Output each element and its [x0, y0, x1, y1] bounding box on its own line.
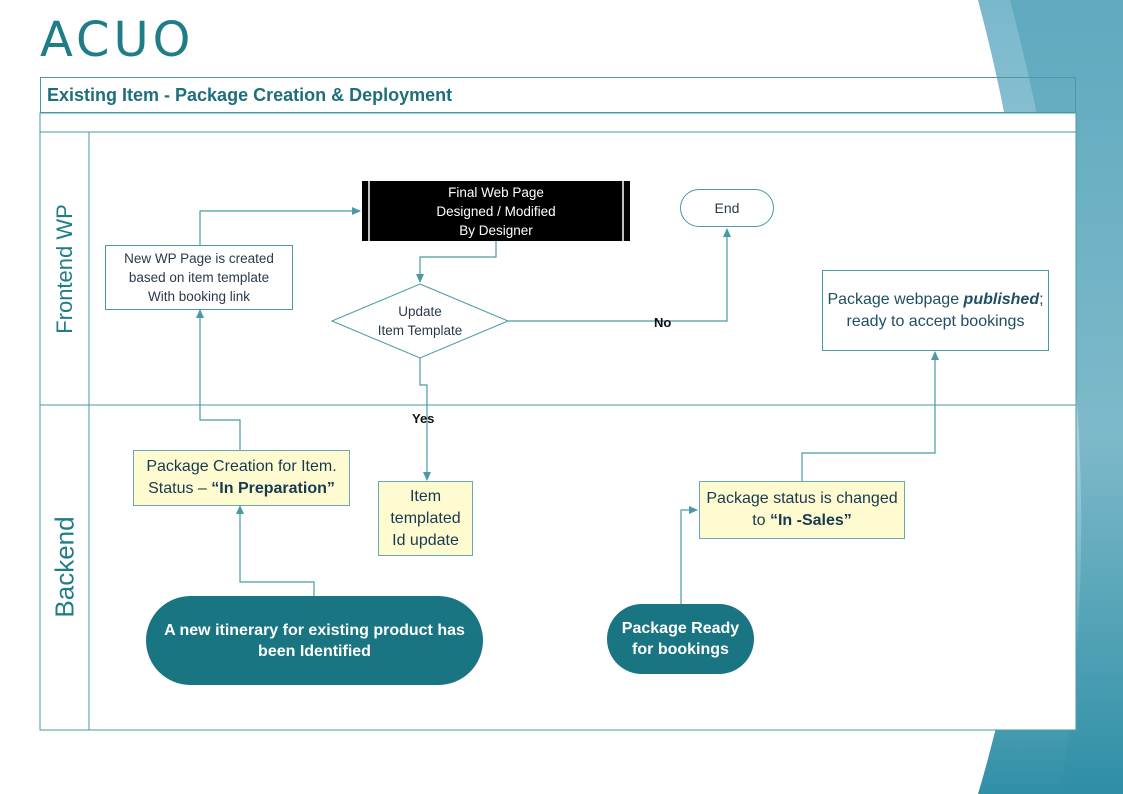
package-status-node: Package status is changed to “In -Sales” [699, 481, 905, 539]
new-wp-page-node: New WP Page is created based on item tem… [105, 245, 293, 310]
end-label: End [714, 200, 740, 216]
edge-update-yes-to-item [419, 358, 431, 481]
edge-creation-to-wppage [196, 309, 241, 450]
package-status-line-2: to “In -Sales” [752, 512, 852, 529]
final-web-page-line-3: By Designer [459, 222, 533, 238]
published-emphasis: published [963, 290, 1040, 308]
edge-label-no: No [654, 315, 672, 330]
final-web-page-line-1: Final Web Page [448, 184, 544, 200]
update-template-line-2: Item Template [377, 323, 463, 338]
in-sales-emphasis: “In -Sales” [769, 512, 852, 529]
background-swoosh-inner [1010, 0, 1123, 794]
edge-ready-to-status [680, 506, 698, 604]
lane-label-frontend: Frontend WP [52, 204, 77, 334]
package-published-node: Package webpage published; ready to acce… [822, 270, 1049, 351]
package-creation-line-2: Status – “In Preparation” [148, 480, 335, 497]
edge-update-no-to-end [508, 228, 731, 322]
edge-status-to-published [801, 351, 939, 481]
new-itinerary-line-2: been Identified [258, 642, 371, 660]
package-published-line-1: Package webpage published; [827, 290, 1044, 308]
package-creation-line-1: Package Creation for Item. [146, 458, 337, 475]
new-wp-page-line-3: With booking link [147, 289, 251, 304]
item-templated-line-1: Item [409, 487, 442, 505]
new-wp-page-line-2: based on item template [128, 270, 270, 285]
update-template-node: Update Item Template [352, 298, 488, 344]
item-templated-node: Item templated Id update [378, 481, 473, 556]
new-wp-page-line-1: New WP Page is created [124, 251, 274, 266]
package-status-line-1: Package status is changed [706, 490, 898, 507]
item-templated-line-3: Id update [392, 531, 459, 549]
package-ready-line-1: Package Ready [621, 620, 740, 637]
final-web-page-line-2: Designed / Modified [436, 203, 556, 219]
edge-label-yes: Yes [412, 411, 435, 426]
end-terminator: End [680, 189, 774, 227]
package-creation-node: Package Creation for Item. Status – “In … [133, 450, 350, 506]
package-published-line-2: ready to accept bookings [846, 312, 1025, 330]
acuo-logo: ACUO [40, 12, 195, 68]
edge-itinerary-to-creation [236, 505, 315, 596]
in-preparation-emphasis: “In Preparation” [211, 480, 335, 497]
edge-wppage-to-final [199, 207, 361, 245]
final-web-page-box [362, 181, 630, 241]
package-ready-line-2: for bookings [632, 641, 729, 658]
page-title: Existing Item - Package Creation & Deplo… [40, 77, 1076, 113]
new-itinerary-line-1: A new itinerary for existing product has [164, 621, 465, 639]
edge-final-to-update [416, 241, 497, 283]
item-templated-line-2: templated [390, 509, 461, 527]
new-itinerary-start: A new itinerary for existing product has… [146, 596, 483, 685]
lane-label-backend: Backend [49, 516, 80, 618]
final-web-page-node: Final Web Page Designed / Modified By De… [362, 181, 630, 241]
update-template-line-1: Update [398, 304, 442, 319]
package-ready-start: Package Ready for bookings [607, 604, 754, 674]
